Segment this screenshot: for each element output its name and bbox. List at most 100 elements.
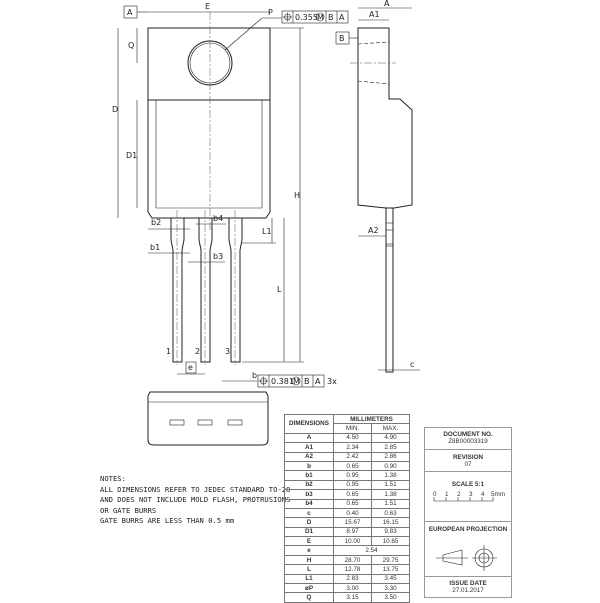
dim-Q: Q [128,41,134,50]
dim-max: 1.38 [371,470,410,481]
svg-text:M: M [317,13,324,22]
datum-A: A [127,8,133,17]
dim-name: D1 [284,526,334,538]
dim-b2: b2 [151,218,161,227]
dim-max: 13.75 [371,564,410,575]
dim-name: øP [284,583,334,594]
leads [170,210,243,365]
dim-min: 0.95 [333,470,372,481]
issue-date: 27.01.2017 [452,587,484,594]
dim-min: 0.65 [333,489,372,500]
dim-H: H [294,191,300,200]
dim-name: b [284,460,334,472]
svg-text:3x: 3x [327,377,337,386]
dim-max: 16.15 [371,517,410,528]
dim-max: 2.85 [371,442,410,453]
datum-B: B [339,34,345,43]
dim-name: L [284,564,334,575]
dim-name: E [284,536,334,547]
min-header: MIN. [333,423,372,434]
dim-min: 8.97 [333,526,372,538]
dim-max: 29.75 [371,554,410,566]
scale-ruler [433,497,494,502]
dim-max: 0.90 [371,460,410,472]
european-projection-symbol [436,545,497,571]
dim-min: 0.40 [333,507,372,519]
dim-D: D [112,105,118,114]
pin-3-label: 3 [225,347,230,356]
dim-b4: b4 [213,214,223,223]
dim-A: A [384,0,390,8]
dim-name: A2 [284,451,334,462]
dim-nominal: 2.54 [333,545,410,556]
issue-date-label: ISSUE DATE [449,580,487,587]
dim-name: e [284,545,334,556]
dim-b: b [252,371,257,380]
pin-2-label: 2 [195,347,200,356]
dim-max: 10.65 [371,536,410,547]
dim-min: 0.65 [333,460,372,472]
document-info-box: DOCUMENT NO. Z8B00003319 REVISION 07 SCA… [424,427,512,598]
projection-label: EUROPEAN PROJECTION [428,526,508,533]
dim-max: 9.83 [371,526,410,538]
dim-E: E [205,2,210,11]
dim-min: 2.83 [333,573,372,585]
dim-min: 2.34 [333,442,372,453]
bottom-view [147,391,269,446]
revision-label: REVISION [452,454,484,461]
note-line: GATE BURRS ARE LESS THAN 0.5 mm [100,516,235,525]
unit-header: MILLIMETERS [333,413,410,425]
dim-max: 3.30 [371,583,410,594]
dim-name: L1 [284,573,334,585]
scale-ticks: 0 1 2 3 4 5mm [433,491,505,498]
note-line: OR GATE BURRS [100,505,157,515]
dim-name: b1 [284,470,334,481]
dim-min: 10.00 [333,536,372,547]
dim-min: 15.67 [333,517,372,528]
max-header: MAX. [371,423,410,434]
notes: NOTES: ALL DIMENSIONS REFER TO JEDEC STA… [100,474,290,527]
revision: 07 [464,461,472,468]
dim-c: c [410,360,414,369]
dim-name: b3 [284,489,334,500]
dim-name: b2 [284,479,334,491]
svg-text:B: B [328,13,334,22]
dim-max: 1.38 [371,489,410,500]
scale-label: SCALE 5:1 [451,481,485,488]
note-line: AND DOES NOT INCLUDE MOLD FLASH, PROTRUS… [100,495,290,504]
dim-min: 3.00 [333,583,372,594]
side-view: A A1 B A2 c [335,0,420,373]
mounting-tab [147,27,271,101]
dim-b3: b3 [213,252,223,261]
doc-no: Z8B00003319 [448,438,488,445]
svg-text:0.381: 0.381 [271,377,294,386]
dim-max: 3.45 [371,573,410,585]
dim-name: H [284,554,334,566]
note-line: ALL DIMENSIONS REFER TO JEDEC STANDARD T… [100,484,290,494]
dimensions-header: DIMENSIONS [284,414,334,434]
dim-name: A1 [284,442,334,453]
pin-1-label: 1 [166,347,171,356]
dim-P: P [268,8,273,17]
dim-min: 28.70 [333,554,372,566]
body-outline [147,99,271,219]
svg-text:M: M [293,377,300,386]
dim-min: 3.15 [333,592,372,603]
svg-text:A: A [339,13,345,22]
doc-no-label: DOCUMENT NO. [443,431,493,438]
